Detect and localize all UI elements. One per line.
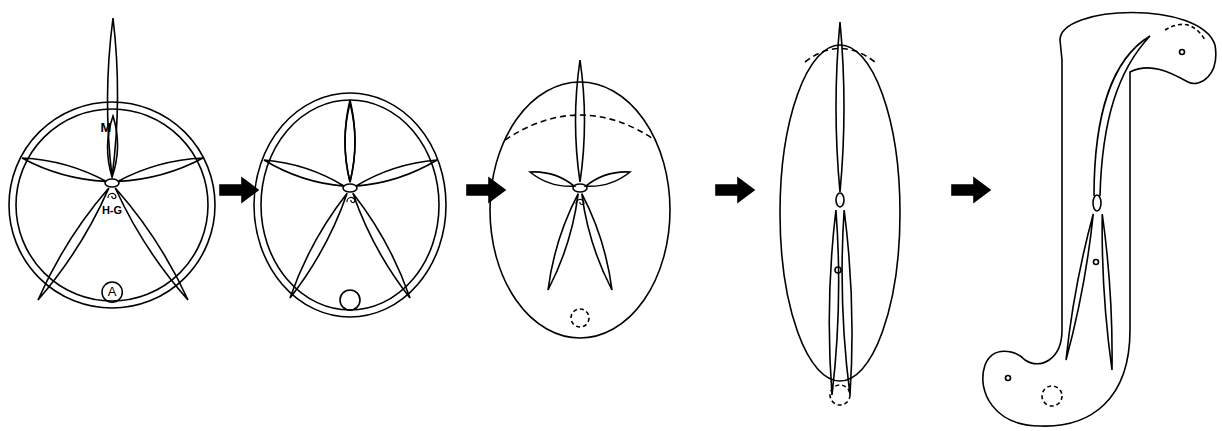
node-letter: A [101, 285, 123, 299]
mesentery-spindle [345, 100, 355, 182]
mesentery-spindle [115, 188, 188, 300]
small-circle [835, 267, 841, 273]
dashed-circle [571, 309, 589, 327]
dashed-boundary [505, 115, 655, 140]
stage-arrow [220, 178, 258, 202]
small-circle [1006, 376, 1011, 381]
mesentery-spindle [1094, 36, 1150, 196]
stage-arrow [716, 178, 754, 202]
dashed-boundary [1165, 24, 1205, 40]
mesentery-spindle [118, 158, 203, 181]
mesentery-spindle [582, 194, 612, 290]
part-label: H-G [102, 204, 122, 216]
mesentery-spindle [576, 60, 585, 182]
dashed-boundary [805, 49, 875, 63]
embryo-outline [261, 100, 439, 310]
egg-membrane [254, 93, 446, 317]
mesentery-spindle [548, 194, 578, 290]
stage-arrow [467, 178, 505, 202]
embryo-outline [490, 82, 670, 338]
small-circle [1180, 50, 1185, 55]
circled-letter: A [101, 281, 123, 303]
stage-arrow [952, 178, 990, 202]
mesentery-spindle [842, 210, 852, 395]
central-knob [573, 184, 587, 192]
hydrocoel-spiral [576, 199, 584, 204]
hydrocoel-spiral [108, 193, 116, 198]
mesentery-spindle [38, 188, 109, 300]
mesentery-spindle [1066, 214, 1093, 360]
dashed-circle [1042, 386, 1062, 406]
embryo-outline [780, 45, 900, 381]
egg-membrane [9, 102, 215, 308]
embryo-outline [16, 109, 208, 301]
mesentery-spindle [1102, 214, 1112, 370]
hydrocoel-spiral [347, 197, 355, 202]
dashed-circle [830, 385, 850, 405]
small-circle [340, 290, 360, 310]
mesentery-spindle [290, 193, 347, 298]
small-circle [1094, 260, 1099, 265]
mesentery-spindle [836, 22, 844, 192]
central-knob [1093, 195, 1101, 211]
mesentery-spindle [345, 103, 355, 182]
mesentery-spindle [530, 172, 574, 186]
mesentery-spindle [22, 158, 106, 181]
mesentery-spindle [353, 193, 410, 298]
mesentery-spindle [586, 172, 630, 186]
mesentery-spindle [356, 160, 437, 186]
central-knob [343, 184, 357, 192]
part-label: M [101, 120, 112, 135]
mesentery-spindle [829, 210, 838, 395]
mesentery-spindle [108, 18, 118, 177]
mesentery-spindle [264, 160, 344, 186]
larva-outline [983, 13, 1216, 427]
central-knob [836, 193, 844, 207]
central-knob [105, 179, 119, 187]
